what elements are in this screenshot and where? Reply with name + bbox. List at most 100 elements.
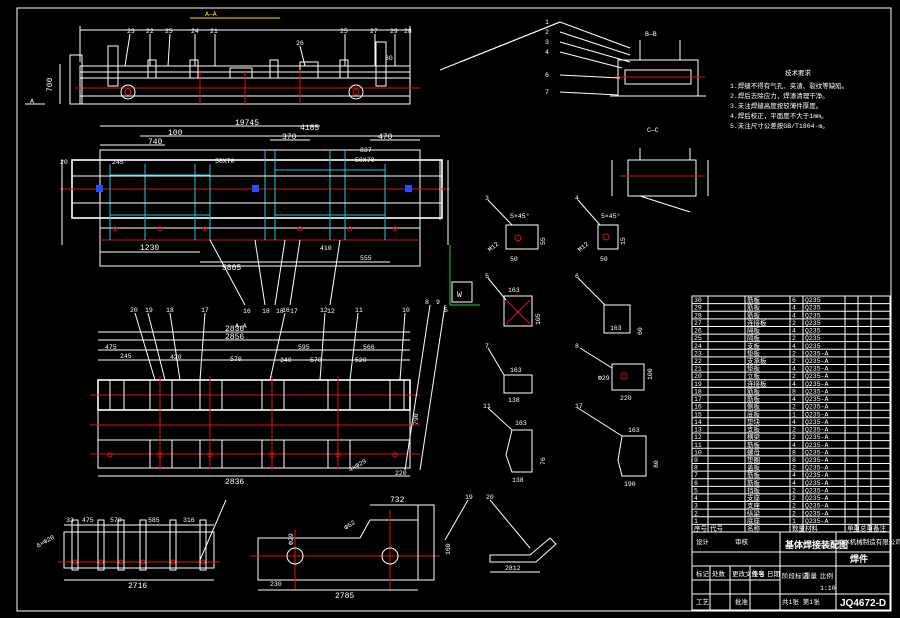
svg-text:27: 27 [370, 28, 378, 35]
parts-list-cell: 4 [792, 472, 796, 479]
svg-text:50X70: 50X70 [215, 158, 235, 165]
svg-text:420: 420 [170, 354, 182, 361]
parts-list-cell: 纵梁 [747, 508, 761, 517]
parts-list-cell: 1 [792, 411, 796, 418]
svg-text:790: 790 [413, 413, 420, 425]
parts-list-cell: 27 [694, 320, 702, 327]
parts-list-cell: 20 [694, 373, 702, 380]
svg-text:475: 475 [105, 344, 117, 351]
parts-list-cell: 2 [792, 510, 796, 517]
svg-text:比例: 比例 [820, 571, 833, 580]
parts-list-cell: 1 [694, 518, 698, 525]
svg-text:475: 475 [82, 517, 94, 524]
parts-list-cell: 12 [694, 434, 702, 441]
svg-text:8: 8 [425, 299, 429, 306]
parts-list-cell: 螺母 [747, 447, 761, 456]
svg-text:160: 160 [445, 543, 452, 555]
parts-list-cell: 8 [792, 449, 796, 456]
svg-text:21: 21 [210, 28, 218, 35]
parts-list-cell: 15 [694, 411, 702, 418]
svg-text:18: 18 [276, 308, 284, 315]
marker-blue-right [405, 185, 412, 192]
svg-text:5×45°: 5×45° [510, 212, 530, 220]
svg-text:520: 520 [355, 357, 367, 364]
svg-text:25: 25 [165, 28, 173, 35]
parts-list-cell: 4 [792, 312, 796, 319]
svg-text:设计: 设计 [696, 537, 710, 546]
parts-list-header: 名称 [747, 524, 761, 533]
parts-list-cell: 13 [694, 427, 702, 434]
svg-text:470: 470 [378, 133, 393, 142]
svg-text:2.焊后去除应力，焊渣清理干净。: 2.焊后去除应力，焊渣清理干净。 [730, 91, 829, 100]
front-view-aa: A—A 2836 2856 475 245 [90, 299, 448, 487]
svg-text:5×45°: 5×45° [601, 212, 621, 220]
parts-list-cell: Q235-A [805, 472, 829, 479]
detail-part-17: 17 163 190 80 [575, 403, 660, 488]
parts-list-cell: 盖板 [747, 463, 761, 472]
detail-part-11: 11 163 138 76 [483, 403, 547, 484]
parts-list-cell: 21 [694, 366, 702, 373]
svg-text:100: 100 [168, 129, 183, 138]
parts-list-cell: Q235-A [805, 388, 829, 395]
parts-list-cell: 筋板 [747, 470, 761, 479]
svg-text:76: 76 [540, 457, 547, 465]
svg-text:60: 60 [637, 327, 644, 335]
parts-list-cell: 4 [792, 328, 796, 335]
svg-text:1230: 1230 [140, 244, 159, 253]
svg-text:16: 16 [243, 308, 251, 315]
parts-list-cell: 支座 [747, 501, 761, 510]
parts-list-cell: 2 [792, 427, 796, 434]
detail-part-8: 8 Φ29 220 100 [575, 343, 654, 402]
parts-list-cell: 隔板 [747, 326, 761, 335]
svg-text:740: 740 [148, 138, 163, 147]
parts-list-cell: 2 [792, 487, 796, 494]
svg-text:18: 18 [166, 307, 174, 314]
parts-list-cell: 4 [792, 305, 796, 312]
parts-list-header: 备注 [873, 524, 887, 533]
svg-text:技术要求: 技术要求 [785, 68, 812, 77]
svg-text:566: 566 [363, 344, 375, 351]
svg-text:8: 8 [575, 343, 579, 350]
drawing-border [16, 7, 892, 612]
svg-text:签名: 签名 [752, 569, 765, 578]
svg-text:105: 105 [535, 313, 542, 325]
svg-text:16: 16 [282, 307, 290, 314]
parts-list-cell: 25 [694, 335, 702, 342]
parts-list-cell: 2 [792, 335, 796, 342]
svg-text:163: 163 [508, 287, 520, 294]
svg-text:处数: 处数 [712, 569, 726, 578]
svg-text:595: 595 [298, 344, 310, 351]
svg-text:220: 220 [395, 470, 407, 477]
svg-text:20: 20 [60, 159, 68, 166]
parts-list-cell: 5 [694, 487, 698, 494]
section-cc-view: C—C [611, 127, 709, 213]
svg-text:190: 190 [624, 481, 636, 488]
bottom-right-detail: 2812 20 [486, 494, 557, 573]
parts-list-cell: 筋板 [747, 303, 761, 312]
parts-list-cell: 底座 [747, 516, 761, 525]
svg-text:6×Φ20: 6×Φ20 [36, 534, 56, 550]
svg-text:2716: 2716 [128, 582, 147, 591]
parts-list-cell: 立板 [747, 371, 761, 380]
svg-text:570: 570 [230, 356, 242, 363]
svg-text:Φ52: Φ52 [343, 519, 357, 532]
svg-text:732: 732 [390, 496, 405, 505]
parts-list-cell: 筋板 [747, 394, 761, 403]
detail-part-5: 5 163 105 [485, 273, 542, 327]
svg-text:15: 15 [620, 237, 627, 245]
svg-text:29: 29 [390, 28, 398, 35]
parts-list-cell: 22 [694, 358, 702, 365]
svg-text:100: 100 [647, 368, 654, 380]
svg-text:日期: 日期 [767, 570, 781, 578]
parts-list-header: 材料 [805, 524, 819, 533]
parts-list-cell: Q235-A [805, 411, 829, 418]
svg-text:5805: 5805 [222, 264, 241, 273]
parts-list-cell: 9 [694, 457, 698, 464]
parts-list-cell: 8 [792, 457, 796, 464]
parts-list-cell: 筋板 [747, 440, 761, 449]
parts-list-cell: 29 [694, 305, 702, 312]
parts-list-cell: Q235-A [805, 404, 829, 411]
svg-text:Φ29: Φ29 [288, 533, 295, 545]
